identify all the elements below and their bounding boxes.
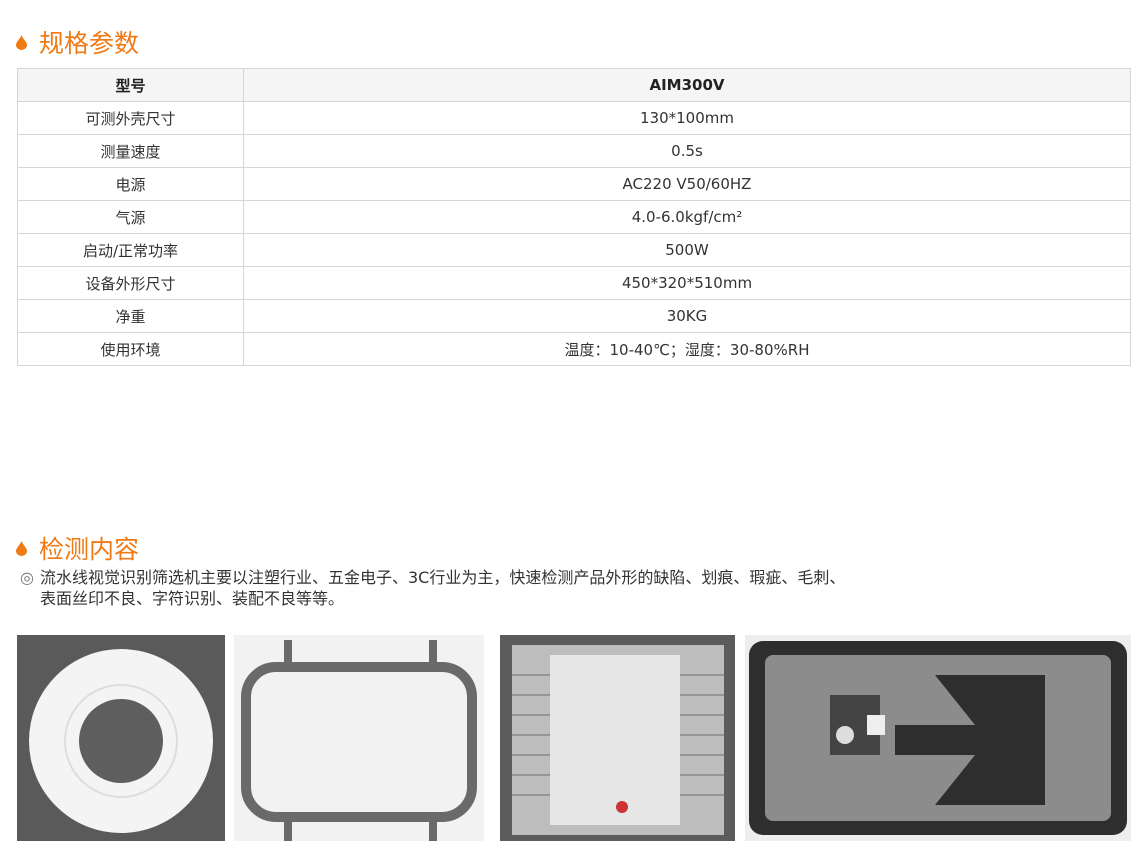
section-title-text: 规格参数: [39, 29, 140, 58]
table-header-row: 型号 AIM300V: [17, 68, 1131, 102]
desc-line-2: 表面丝印不良、字符识别、装配不良等等。: [40, 589, 345, 608]
spec-value: 0.5s: [243, 134, 1131, 168]
header-key: 型号: [17, 68, 244, 102]
spec-value: 500W: [243, 233, 1131, 267]
spec-key: 启动/正常功率: [17, 233, 244, 267]
spec-key: 可测外壳尺寸: [17, 101, 244, 135]
spec-value: 温度：10-40℃；湿度：30-80%RH: [243, 332, 1131, 366]
spec-key: 气源: [17, 200, 244, 234]
detect-section-title: 检测内容: [16, 530, 139, 566]
desc-line-1: 流水线视觉识别筛选机主要以注塑行业、五金电子、3C行业为主，快速检测产品外形的缺…: [40, 568, 846, 587]
spec-key: 使用环境: [17, 332, 244, 366]
detect-description: ◎ 流水线视觉识别筛选机主要以注塑行业、五金电子、3C行业为主，快速检测产品外形的…: [20, 567, 1120, 609]
spec-key: 净重: [17, 299, 244, 333]
section-title-text: 检测内容: [39, 535, 140, 564]
spec-value: 4.0-6.0kgf/cm²: [243, 200, 1131, 234]
image-heatsink: [500, 635, 735, 841]
spec-key: 电源: [17, 167, 244, 201]
table-row: 使用环境温度：10-40℃；湿度：30-80%RH: [17, 332, 1131, 366]
spec-key: 设备外形尺寸: [17, 266, 244, 300]
spec-value: AC220 V50/60HZ: [243, 167, 1131, 201]
bullet-icon: ◎: [20, 568, 34, 587]
drop-icon: [16, 540, 27, 556]
spec-value: 450*320*510mm: [243, 266, 1131, 300]
spec-value: 130*100mm: [243, 101, 1131, 135]
image-rubber-gasket: [234, 635, 484, 841]
drop-icon: [16, 34, 27, 50]
image-white-ring-washer: [17, 635, 225, 841]
spec-value: 30KG: [243, 299, 1131, 333]
image-phone-housing: [745, 635, 1131, 841]
header-value: AIM300V: [243, 68, 1131, 102]
spec-key: 测量速度: [17, 134, 244, 168]
specs-section-title: 规格参数: [16, 24, 139, 60]
